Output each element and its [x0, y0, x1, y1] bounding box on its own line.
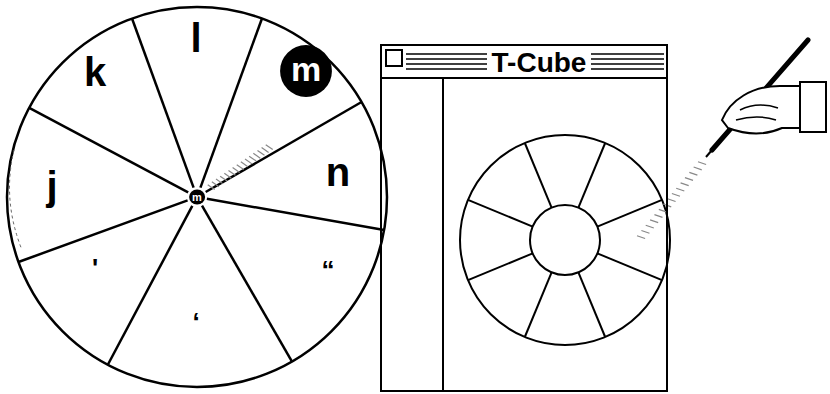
menu-item-label: ‘: [192, 309, 199, 335]
app-window: T-Cube: [380, 44, 668, 392]
pie-spoke: [132, 18, 194, 187]
pie-spoke: [18, 200, 187, 262]
motion-trace: [10, 150, 23, 250]
item-letter: m: [291, 52, 321, 86]
pie-spoke: [206, 102, 362, 192]
pie-spoke: [108, 206, 193, 365]
pie-spoke: [207, 199, 384, 230]
pen-trail: [637, 162, 706, 239]
pie-spoke: [202, 206, 292, 362]
menu-item-label: j: [46, 166, 57, 206]
pie-menu: [7, 7, 387, 387]
pie-spokes: [18, 18, 384, 364]
close-box: [386, 50, 402, 66]
panel-divider: [442, 78, 444, 392]
menu-item-label: ': [92, 255, 98, 281]
selected-item: m: [279, 44, 333, 98]
hand-with-pen: [706, 40, 826, 157]
wheel: [460, 135, 670, 345]
title-bar-line: [380, 77, 668, 79]
menu-item-label: n: [326, 152, 350, 192]
pen-trail: [208, 145, 273, 190]
center-mark: m: [189, 190, 205, 205]
menu-item-label: k: [84, 52, 106, 92]
menu-item-label: l: [190, 18, 201, 58]
title-bar: T-Cube: [412, 46, 666, 79]
menu-item-label: “: [322, 257, 335, 283]
pie-outline: [7, 7, 387, 387]
window-title: T-Cube: [487, 49, 592, 77]
pie-spoke: [200, 18, 262, 187]
